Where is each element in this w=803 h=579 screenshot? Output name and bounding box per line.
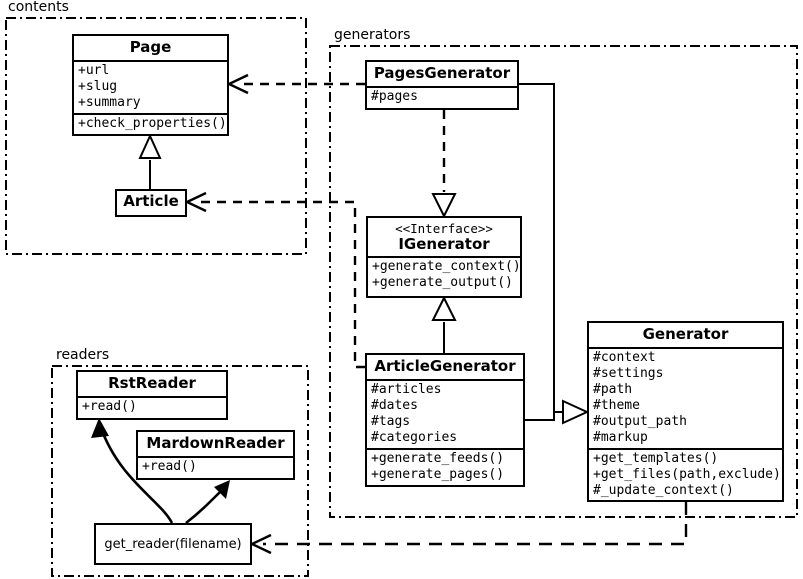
function-box-get-reader[interactable]: get_reader(filename) — [94, 523, 252, 565]
relation-getreader-returns-rstreader — [91, 418, 174, 524]
class-box-igenerator[interactable]: <<Interface>> IGenerator +generate_conte… — [366, 216, 522, 298]
class-attributes-generator: #context #settings #path #theme #output_… — [589, 347, 782, 448]
class-attribute: +summary — [78, 95, 141, 110]
relation-articlegenerator-inherits-generator — [525, 399, 590, 425]
class-title-page: Page — [129, 38, 172, 56]
class-attribute: #settings — [593, 366, 664, 381]
class-stereotype-igenerator: <<Interface>> — [395, 221, 493, 236]
class-title-generator: Generator — [642, 325, 729, 343]
class-box-article[interactable]: Article — [115, 189, 187, 217]
class-attributes-page: +url +slug +summary — [74, 60, 227, 113]
class-operations-article-generator: +generate_feeds() +generate_pages() — [367, 448, 523, 485]
class-operations-generator: +get_templates() +get_files(path,exclude… — [589, 448, 782, 501]
class-title-rst-reader: RstReader — [108, 374, 196, 392]
class-attribute: +slug — [78, 79, 118, 94]
class-operation: +get_files(path,exclude) — [593, 467, 781, 482]
class-operation: #_update_context() — [593, 483, 734, 498]
class-box-rst-reader[interactable]: RstReader +read() — [76, 370, 228, 420]
class-attribute: #dates — [371, 398, 418, 413]
class-attribute: #tags — [371, 414, 411, 429]
class-box-generator[interactable]: Generator #context #settings #path #them… — [587, 321, 784, 502]
relation-pagesgenerator-implements-igenerator — [431, 110, 457, 219]
class-attribute: +url — [78, 63, 110, 78]
class-operation: +generate_pages() — [371, 467, 505, 482]
class-attribute: #pages — [371, 89, 418, 104]
class-attributes-pages-generator: #pages — [367, 86, 517, 107]
class-operation: +read() — [142, 459, 197, 474]
class-title-article: Article — [123, 192, 179, 210]
class-attributes-article-generator: #articles #dates #tags #categories — [367, 379, 523, 448]
class-operation: +generate_feeds() — [371, 451, 505, 466]
package-label-readers: readers — [54, 347, 112, 363]
relation-article-inherits-page — [138, 133, 162, 189]
class-title-article-generator: ArticleGenerator — [374, 357, 516, 375]
class-attribute: #markup — [593, 430, 648, 445]
class-operation: +read() — [82, 399, 137, 414]
relation-generator-depends-getreader — [249, 502, 688, 555]
relation-pagesgenerator-inherits-generator — [519, 83, 563, 413]
class-title-pages-generator: PagesGenerator — [373, 64, 511, 82]
package-frame-contents — [5, 17, 307, 255]
function-label-get-reader: get_reader(filename) — [104, 536, 242, 552]
class-box-mardown-reader[interactable]: MardownReader +read() — [136, 430, 295, 480]
class-title-igenerator: IGenerator — [398, 235, 490, 253]
class-attribute: #articles — [371, 382, 442, 397]
class-box-page[interactable]: Page +url +slug +summary +check_properti… — [72, 34, 229, 136]
class-attribute: #output_path — [593, 414, 687, 429]
package-frame-readers — [51, 365, 309, 577]
class-operations-mardown-reader: +read() — [138, 456, 293, 477]
class-attribute: #categories — [371, 430, 458, 445]
class-operations-rst-reader: +read() — [78, 396, 226, 417]
class-operation: +get_templates() — [593, 451, 719, 466]
class-operation: +generate_output() — [372, 275, 513, 290]
package-label-contents: contents — [6, 0, 71, 15]
class-operation: +generate_context() — [372, 259, 521, 274]
class-attribute: #path — [593, 382, 633, 397]
class-operations-igenerator: +generate_context() +generate_output() — [368, 256, 521, 293]
class-operation: +check_properties() — [78, 116, 227, 131]
relation-articlegenerator-implements-igenerator — [431, 295, 457, 353]
class-title-mardown-reader: MardownReader — [146, 434, 285, 452]
relation-getreader-returns-mardownreader — [185, 480, 230, 525]
package-label-generators: generators — [332, 27, 413, 43]
relation-articlegenerator-depends-article — [184, 191, 365, 369]
class-attribute: #context — [593, 350, 656, 365]
relation-pagesgenerator-depends-page — [226, 73, 365, 95]
class-box-pages-generator[interactable]: PagesGenerator #pages — [365, 60, 519, 110]
package-frame-generators — [329, 45, 798, 518]
class-operations-page: +check_properties() — [74, 113, 227, 134]
class-box-article-generator[interactable]: ArticleGenerator #articles #dates #tags … — [365, 353, 525, 487]
class-attribute: #theme — [593, 398, 640, 413]
